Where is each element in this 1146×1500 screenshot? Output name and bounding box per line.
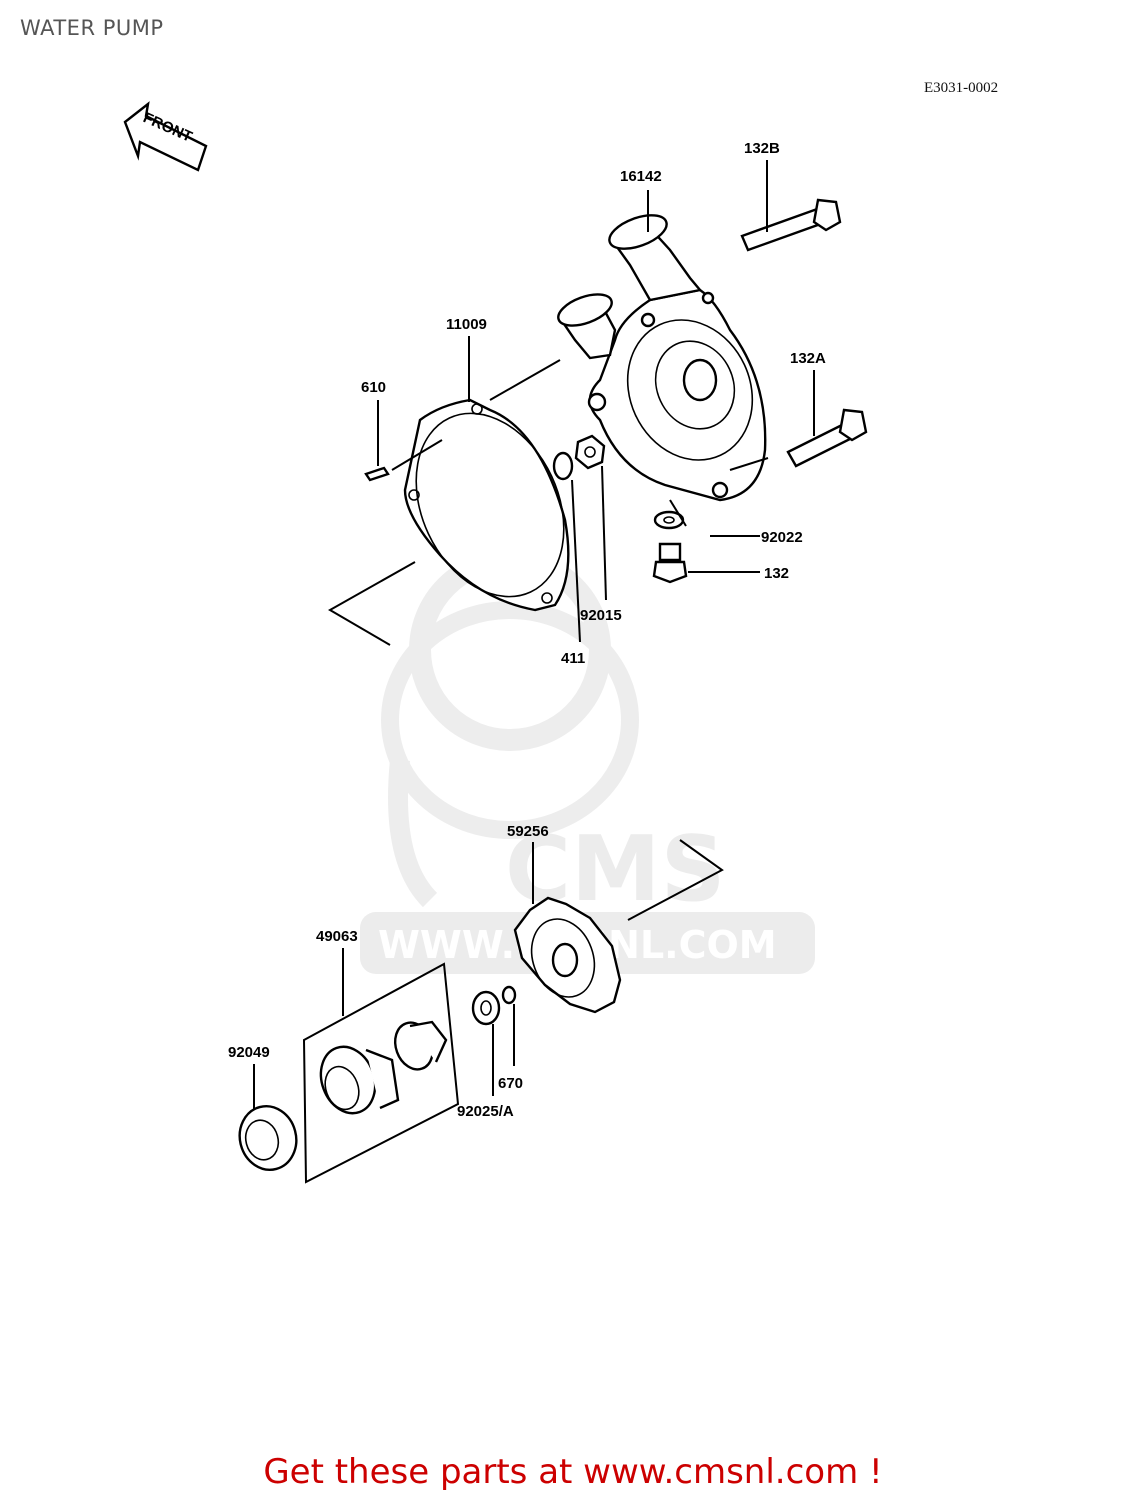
label-92015: 92015	[580, 607, 622, 624]
label-11009: 11009	[446, 316, 487, 333]
label-92049: 92049	[228, 1044, 270, 1061]
guide-bracket-upper	[327, 561, 416, 646]
seal-kit-49063	[302, 962, 460, 1184]
guide-line-pin	[391, 439, 443, 471]
label-59256: 59256	[507, 823, 549, 840]
label-670: 670	[498, 1075, 523, 1092]
label-132b: 132B	[744, 140, 780, 157]
guide-bracket-lower	[627, 839, 724, 921]
label-16142: 16142	[620, 168, 662, 185]
label-92022: 92022	[761, 529, 803, 546]
label-132a: 132A	[790, 350, 826, 367]
label-49063: 49063	[316, 928, 358, 945]
washer-411	[552, 451, 574, 481]
guide-line-gasket	[489, 359, 561, 401]
bolt-132b	[740, 198, 842, 252]
diagram-code: E3031-0002	[924, 80, 999, 96]
front-arrow-icon: FRONT	[123, 101, 208, 172]
oil-seal-92049	[238, 1105, 298, 1171]
gasket-11009	[403, 398, 570, 612]
label-610: 610	[361, 379, 386, 396]
label-92025a: 92025/A	[457, 1103, 514, 1120]
cta-link[interactable]: Get these parts at www.cmsnl.com !	[263, 1452, 883, 1492]
impeller-59256	[513, 896, 622, 1014]
label-411: 411	[561, 650, 585, 667]
pump-housing	[557, 214, 767, 502]
o-ring-670	[501, 985, 517, 1005]
drain-bolt-132	[652, 542, 688, 584]
nut-92015	[574, 434, 606, 470]
label-132: 132	[764, 565, 789, 582]
dowel-pin-610	[364, 466, 390, 482]
bolt-132a	[786, 408, 868, 468]
washer-92025a	[471, 990, 501, 1026]
page-title: WATER PUMP	[20, 16, 164, 40]
